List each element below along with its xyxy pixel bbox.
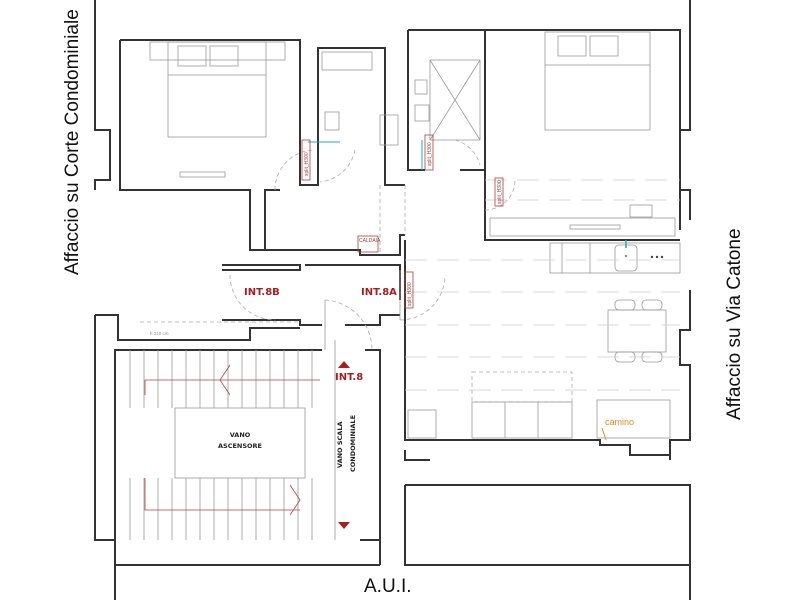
split-label-3: split_H300 <box>497 180 503 204</box>
walls <box>94 0 691 600</box>
split-box-4 <box>404 271 414 309</box>
arrow-down-icon <box>338 522 350 529</box>
boiler-box <box>357 235 379 253</box>
staircase <box>129 340 336 540</box>
left-facade-label: Affaccio su Corte Condominiale <box>62 9 83 275</box>
split-label-1: split_H300 <box>304 152 310 176</box>
boiler-label: CALDAIA <box>359 238 381 244</box>
right-facade-label: Affaccio su Via Catone <box>724 228 745 420</box>
fireplace-label: camino <box>605 417 634 427</box>
right-bedroom-bed <box>489 31 676 237</box>
int-8a-label: INT.8A <box>361 287 397 298</box>
guide-lines <box>140 179 680 391</box>
height-note: h 210 cm <box>150 331 169 336</box>
living-sofa <box>407 371 671 439</box>
split-box-3 <box>494 177 504 207</box>
left-bedroom-bed <box>149 41 286 178</box>
plumbing-marks <box>308 140 627 248</box>
split-label-2: split_H300 <box>427 142 433 166</box>
arrow-up-icon <box>338 361 350 368</box>
stair-label-2: CONDOMINIALE <box>349 415 357 472</box>
door-swings <box>229 139 516 351</box>
split-box-2 <box>424 134 434 171</box>
aui-label: A.U.I. <box>364 576 412 597</box>
stair-label-1: VANO SCALA <box>336 421 344 468</box>
elevator-label-2: ASCENSORE <box>218 442 262 450</box>
fireplace-pointer <box>601 427 607 441</box>
elevator-label-1: VANO <box>230 431 251 439</box>
int-8-label: INT.8 <box>335 372 363 383</box>
int-8b-label: INT.8B <box>244 287 280 298</box>
bathroom-fixtures <box>321 51 481 146</box>
kitchen <box>549 242 681 363</box>
split-box-1 <box>301 139 311 181</box>
split-label-4: split_H300 <box>407 282 413 306</box>
